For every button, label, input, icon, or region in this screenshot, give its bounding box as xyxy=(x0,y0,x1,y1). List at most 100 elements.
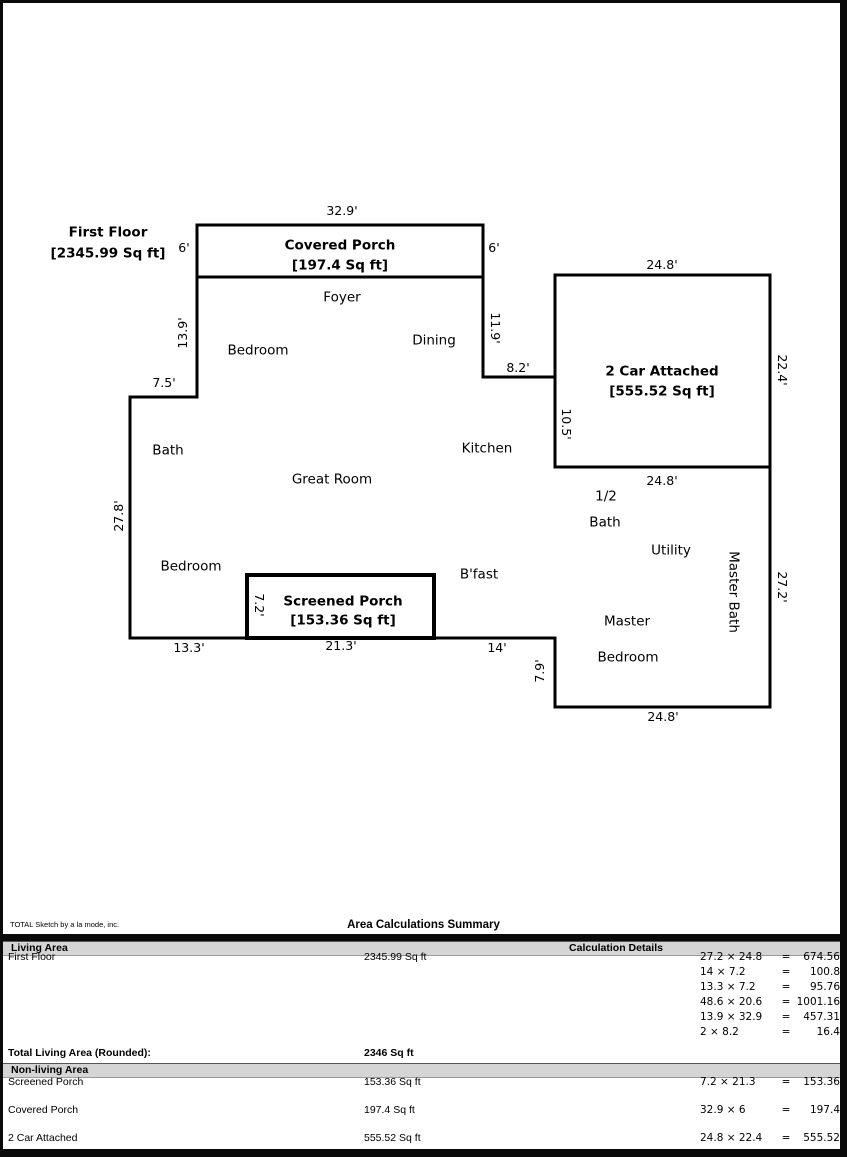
calc-line: 7.2 × 21.3 = 153.36 xyxy=(700,1076,840,1089)
calc-line: 32.9 × 6 = 197.4 xyxy=(700,1104,840,1117)
room-half-bath-line1: 1/2 xyxy=(595,488,617,505)
dim-porch-left: 6' xyxy=(178,240,190,255)
nonliving-row-name: Screened Porch xyxy=(8,1076,84,1088)
dim-master-bottom: 24.8' xyxy=(647,709,679,724)
garage-area: [555.52 Sq ft] xyxy=(609,383,715,400)
calc-equals: = xyxy=(781,996,791,1008)
calc-expr: 32.9 × 6 xyxy=(700,1104,746,1116)
room-master-line2: Bedroom xyxy=(597,649,659,666)
page-border-right xyxy=(840,0,847,1157)
covered-porch-area: [197.4 Sq ft] xyxy=(291,257,389,274)
calc-equals: = xyxy=(781,1104,791,1116)
room-bfast: B'fast xyxy=(459,566,499,583)
room-foyer: Foyer xyxy=(323,289,361,306)
first-floor-outline xyxy=(128,275,772,709)
total-living-label: Total Living Area (Rounded): xyxy=(8,1047,151,1059)
room-bath: Bath xyxy=(152,442,184,459)
room-master-bath: Master Bath xyxy=(725,551,742,633)
living-area-header: Living Area xyxy=(11,942,68,954)
room-kitchen: Kitchen xyxy=(461,440,513,457)
nonliving-area-header-row: Non-living Area xyxy=(3,1063,840,1078)
room-master-line1: Master xyxy=(603,613,651,630)
calc-expr: 14 × 7.2 xyxy=(700,966,746,978)
calc-expr: 2 × 8.2 xyxy=(700,1026,739,1038)
first-floor-title: First Floor xyxy=(68,224,148,241)
dim-bottom-mid: 14' xyxy=(487,640,507,655)
calc-line: 14 × 7.2 = 100.8 xyxy=(700,966,840,979)
summary-divider-bar xyxy=(3,934,840,941)
calc-line: 27.2 × 24.8 = 674.56 xyxy=(700,951,840,964)
calc-equals: = xyxy=(781,1132,791,1144)
dim-garage-bottom: 24.8' xyxy=(646,473,678,488)
dim-right-upper: 11.9' xyxy=(488,312,503,344)
page-border-left xyxy=(0,0,3,1157)
nonliving-row-area: 153.36 Sq ft xyxy=(364,1076,421,1088)
summary-title: Area Calculations Summary xyxy=(347,919,500,931)
calc-equals: = xyxy=(781,951,791,963)
calc-result: 1001.16 xyxy=(796,996,840,1008)
calc-result: 555.52 xyxy=(803,1132,840,1144)
dim-left-jog: 7.5' xyxy=(152,375,176,390)
room-dining: Dining xyxy=(412,332,456,349)
calc-equals: = xyxy=(781,1076,791,1088)
dim-master-right: 27.2' xyxy=(775,571,790,603)
nonliving-area-header: Non-living Area xyxy=(11,1064,89,1076)
living-row-name: First Floor xyxy=(8,951,56,963)
calc-result: 197.4 xyxy=(809,1104,840,1116)
calc-result: 457.31 xyxy=(803,1011,840,1023)
room-bedroom-upper: Bedroom xyxy=(227,342,289,359)
dim-left-lower: 27.8' xyxy=(111,500,126,532)
room-half-bath-line2: Bath xyxy=(589,514,621,531)
garage-title: 2 Car Attached xyxy=(605,363,719,380)
nonliving-row-name: 2 Car Attached xyxy=(8,1132,78,1144)
covered-porch-title: Covered Porch xyxy=(284,237,396,254)
dim-garage-right: 22.4' xyxy=(775,354,790,386)
room-bedroom-lower: Bedroom xyxy=(160,558,222,575)
dim-left-upper: 13.9' xyxy=(175,317,190,349)
calc-line: 2 × 8.2 = 16.4 xyxy=(700,1026,840,1039)
nonliving-row-area: 555.52 Sq ft xyxy=(364,1132,421,1144)
calc-expr: 27.2 × 24.8 xyxy=(700,951,763,963)
calculation-details-header: Calculation Details xyxy=(569,942,663,954)
calc-result: 153.36 xyxy=(803,1076,840,1088)
dim-garage-left: 10.5' xyxy=(559,408,574,440)
calc-expr: 13.3 × 7.2 xyxy=(700,981,756,993)
calc-expr: 24.8 × 22.4 xyxy=(700,1132,763,1144)
calc-line: 13.3 × 7.2 = 95.76 xyxy=(700,981,840,994)
dim-garage-top: 24.8' xyxy=(646,257,678,272)
calc-result: 674.56 xyxy=(803,951,840,963)
calc-equals: = xyxy=(781,981,791,993)
page-border-bottom xyxy=(0,1149,847,1157)
living-area-header-row: Living Area Calculation Details xyxy=(3,941,840,956)
screened-porch-outline xyxy=(245,573,436,640)
page-border-top xyxy=(0,0,847,3)
calc-line: 13.9 × 32.9 = 457.31 xyxy=(700,1011,840,1024)
dim-bottom-jog: 7.9' xyxy=(532,659,547,683)
dim-porch-top: 32.9' xyxy=(326,203,358,218)
calc-equals: = xyxy=(781,966,791,978)
calc-result: 100.8 xyxy=(809,966,840,978)
dim-kitchen-jog: 8.2' xyxy=(506,360,530,375)
calc-equals: = xyxy=(781,1026,791,1038)
calc-expr: 48.6 × 20.6 xyxy=(700,996,763,1008)
nonliving-row-name: Covered Porch xyxy=(8,1104,79,1116)
dim-bottom-left: 13.3' xyxy=(173,640,205,655)
dim-porch-right: 6' xyxy=(488,240,500,255)
dim-screened-bottom: 21.3' xyxy=(325,638,357,653)
dim-screened-left: 7.2' xyxy=(252,593,267,617)
room-great-room: Great Room xyxy=(291,471,373,488)
calc-result: 95.76 xyxy=(809,981,840,993)
living-row-area: 2345.99 Sq ft xyxy=(364,951,427,963)
calc-line: 24.8 × 22.4 = 555.52 xyxy=(700,1132,840,1145)
first-floor-area: [2345.99 Sq ft] xyxy=(50,245,166,262)
brand-text: TOTAL Sketch by a la mode, inc. xyxy=(10,920,120,929)
calc-expr: 7.2 × 21.3 xyxy=(700,1076,756,1088)
calc-result: 16.4 xyxy=(816,1026,840,1038)
screened-porch-title: Screened Porch xyxy=(283,593,403,610)
room-utility: Utility xyxy=(651,542,691,559)
calc-equals: = xyxy=(781,1011,791,1023)
calc-line: 48.6 × 20.6 = 1001.16 xyxy=(700,996,840,1009)
total-living-value: 2346 Sq ft xyxy=(364,1047,414,1059)
